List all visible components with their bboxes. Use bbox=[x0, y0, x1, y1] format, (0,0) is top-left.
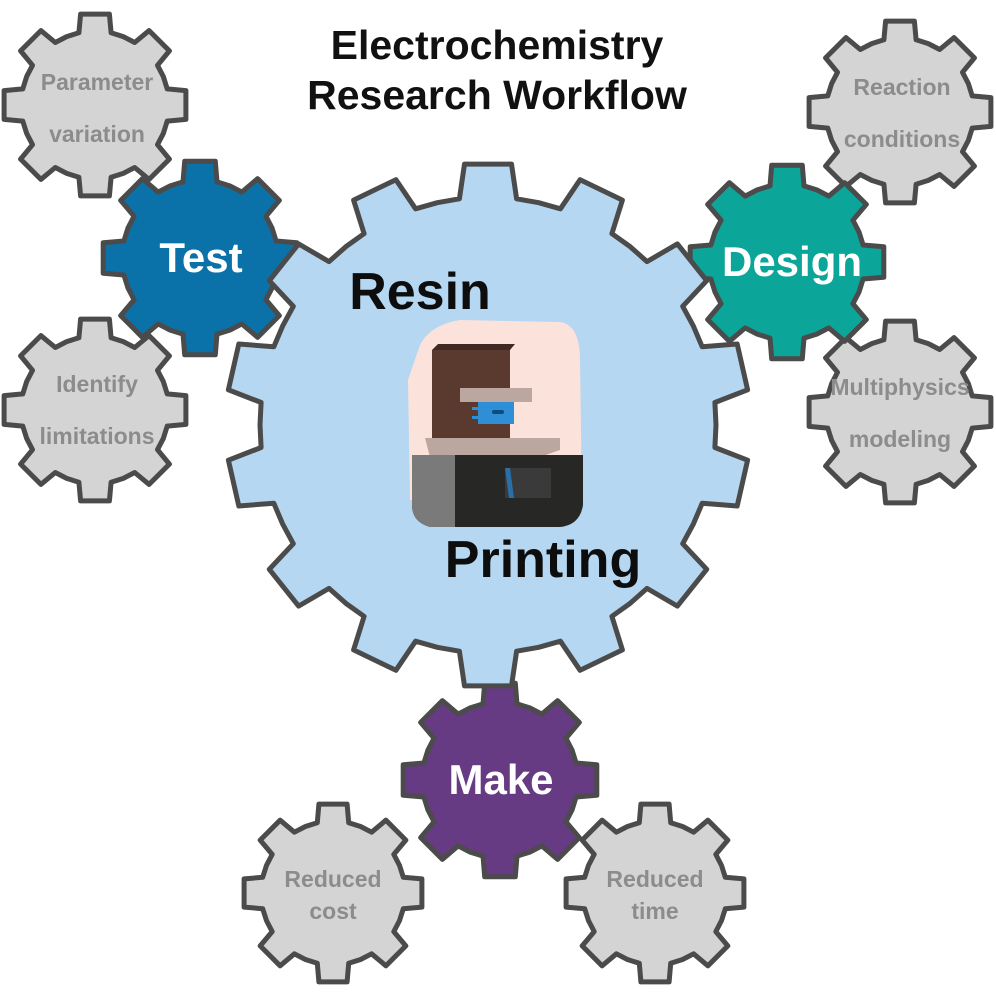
detail-line: Identify bbox=[56, 371, 138, 397]
detail-multiphysics-modeling: Multiphysics modeling bbox=[830, 361, 969, 465]
detail-line: cost bbox=[309, 898, 357, 924]
title-line-2: Research Workflow bbox=[307, 72, 687, 118]
detail-line: limitations bbox=[39, 423, 155, 449]
gear-reduced-cost bbox=[241, 801, 425, 985]
center-label-printing: Printing bbox=[444, 531, 642, 589]
gear-make bbox=[400, 680, 600, 880]
gear-design bbox=[687, 162, 887, 362]
diagram-title: Electrochemistry Research Workflow bbox=[307, 20, 687, 120]
printer-icon bbox=[408, 320, 583, 527]
detail-parameter-variation: Parameter variation bbox=[41, 56, 154, 160]
detail-reduced-cost: Reduced cost bbox=[284, 863, 381, 927]
detail-identify-limitations: Identify limitations bbox=[39, 358, 154, 462]
detail-line: variation bbox=[49, 121, 145, 147]
stage-test-label: Test bbox=[159, 234, 243, 281]
detail-line: modeling bbox=[848, 426, 952, 452]
detail-line: Reaction bbox=[853, 74, 951, 100]
gear-reduced-time bbox=[563, 801, 747, 985]
gear-multiphysics-modeling bbox=[806, 318, 994, 506]
gear-reaction-conditions bbox=[806, 18, 994, 206]
center-label-resin: Resin bbox=[349, 263, 491, 321]
gear-parameter-variation bbox=[1, 11, 189, 199]
detail-line: Reduced bbox=[606, 866, 704, 892]
stage-make-label: Make bbox=[448, 756, 554, 803]
detail-reaction-conditions: Reaction conditions bbox=[844, 61, 960, 165]
detail-line: time bbox=[631, 898, 679, 924]
stage-design-label: Design bbox=[721, 238, 863, 285]
detail-line: Parameter bbox=[40, 69, 154, 95]
detail-line: Multiphysics bbox=[830, 374, 970, 400]
gear-identify-limitations bbox=[1, 316, 189, 504]
gear-test bbox=[100, 158, 300, 358]
detail-line: conditions bbox=[843, 126, 961, 152]
title-line-1: Electrochemistry bbox=[330, 22, 664, 68]
detail-reduced-time: Reduced time bbox=[606, 863, 703, 927]
detail-line: Reduced bbox=[284, 866, 382, 892]
